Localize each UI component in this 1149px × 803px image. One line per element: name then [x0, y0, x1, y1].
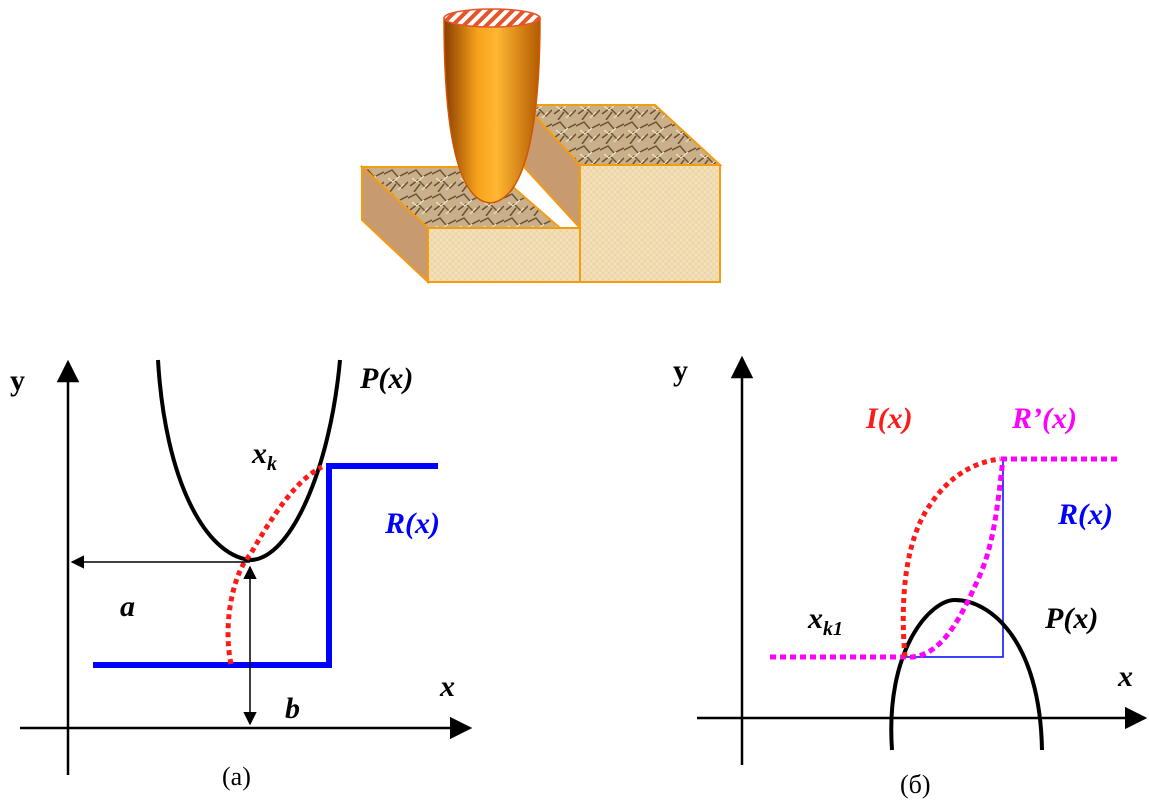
- b-I-dotted-curve: [900, 456, 1001, 658]
- b-Rprime-label: R’(x): [1011, 402, 1077, 435]
- b-xk1-label: xk1: [807, 602, 843, 640]
- high-platform-front: [579, 164, 721, 283]
- a-xk-label: xk: [251, 437, 277, 475]
- b-P-label: P(x): [1044, 602, 1098, 635]
- b-P-arch: [889, 597, 1044, 751]
- b-R-label: R(x): [1057, 498, 1113, 531]
- low-platform-front: [427, 227, 581, 283]
- a-P-parabola: [156, 359, 342, 563]
- a-R-step-line: [93, 463, 438, 668]
- a-a-label: a: [120, 590, 135, 623]
- a-P-label: P(x): [359, 362, 413, 395]
- probe-top: [443, 8, 541, 28]
- a-b-label: b: [285, 692, 300, 725]
- diagram-b: y x I(x) R’(x) R(x) xk1 P(x) (б): [673, 354, 1148, 799]
- b-I-label: I(x): [865, 402, 913, 435]
- a-I-dotted-curve: [225, 464, 324, 665]
- b-y-label: y: [673, 354, 688, 387]
- probe-step-illustration: [359, 8, 723, 285]
- a-caption: (a): [222, 762, 251, 791]
- probe-body: [443, 17, 541, 204]
- diagram-a: y x P(x) xk R(x) a b (a): [10, 359, 473, 791]
- a-x-label: x: [439, 670, 455, 703]
- b-x-label: x: [1117, 660, 1133, 693]
- b-Rprime-dotted-curve: [770, 456, 1120, 660]
- b-R-step-line: [905, 459, 1004, 658]
- a-y-label: y: [10, 364, 25, 397]
- b-caption: (б): [900, 770, 931, 799]
- a-R-label: R(x): [384, 507, 440, 540]
